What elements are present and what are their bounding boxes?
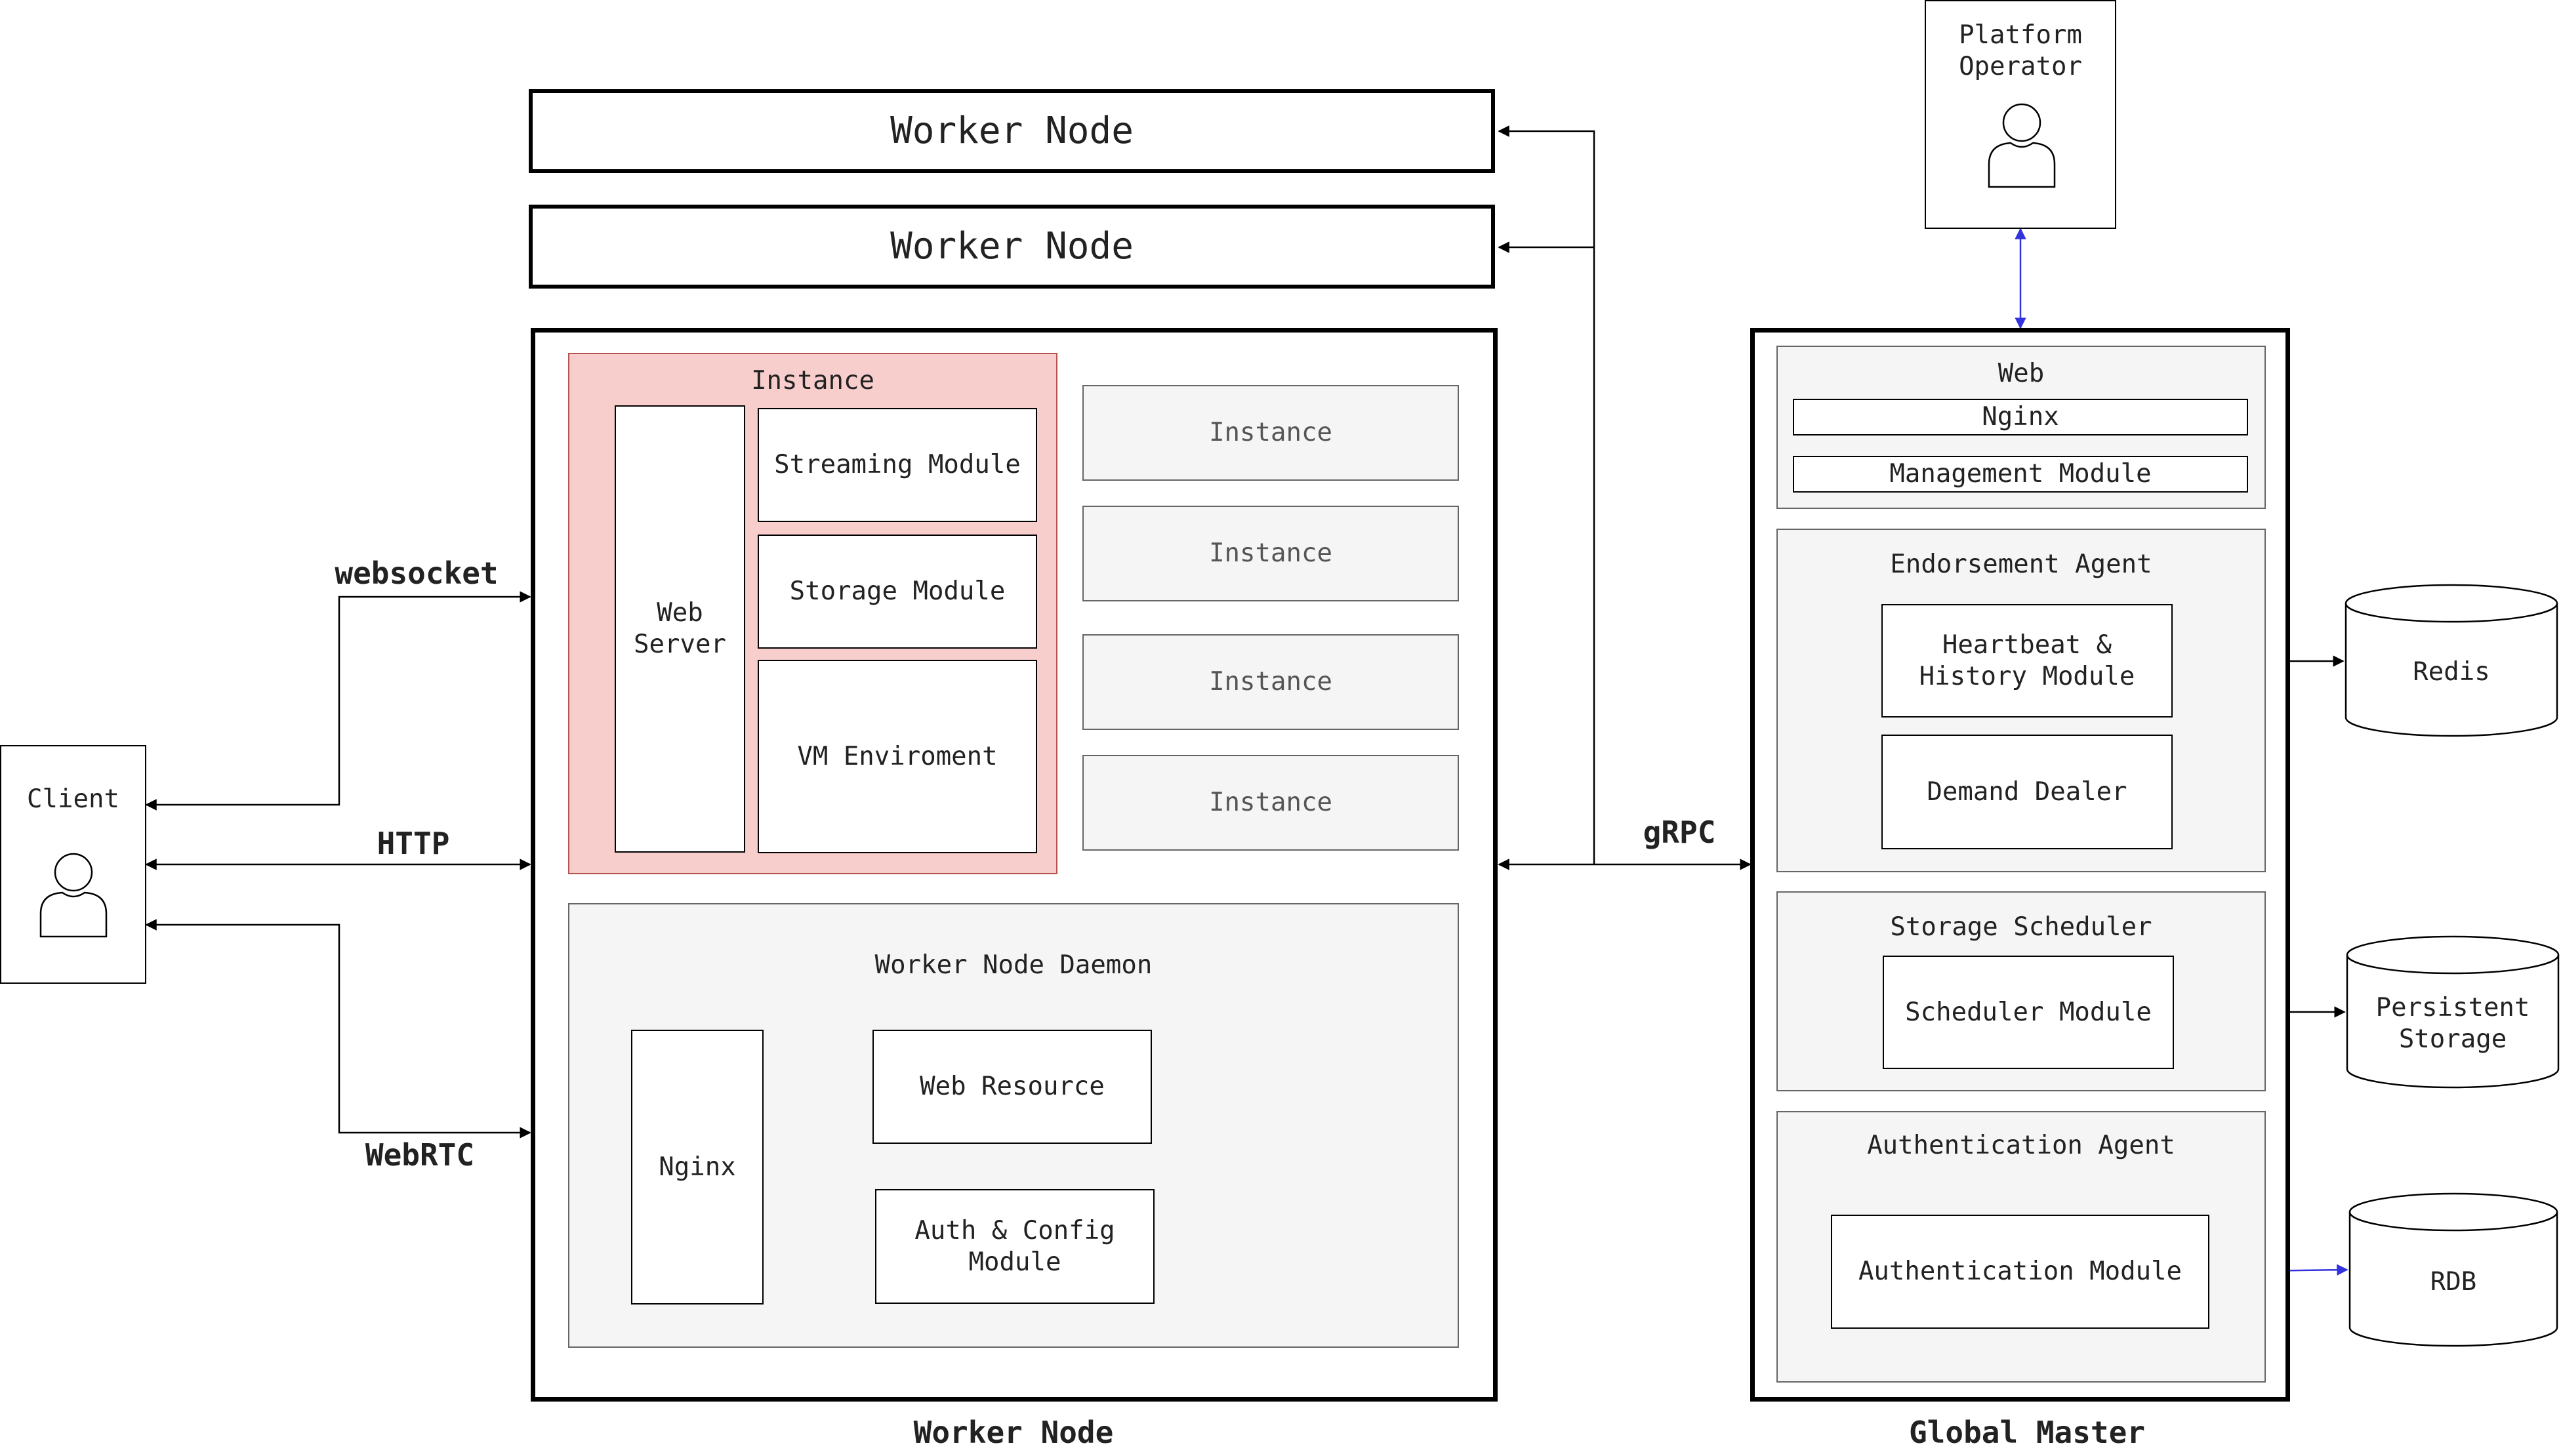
platform-operator-label: Platform Operator [1959,20,2082,81]
endorsement-agent-title: Endorsement Agent [1890,550,2152,579]
operator-user-icon [1988,103,2056,188]
gm-management-module: Management Module [1793,456,2248,493]
websocket-connector [145,591,531,811]
authentication-module: Authentication Module [1831,1215,2209,1329]
streaming-module: Streaming Module [758,408,1037,522]
web-server: Web Server [615,405,745,853]
gm-web-title: Web [1998,359,2045,388]
instance-3: Instance [1082,506,1459,601]
scheduler-module: Scheduler Module [1883,956,2174,1069]
client-user-icon [39,853,108,938]
gm-nginx: Nginx [1793,399,2248,435]
instance-5: Instance [1082,755,1459,851]
daemon-nginx: Nginx [631,1030,764,1304]
storage-scheduler-title: Storage Scheduler [1890,912,2152,942]
webrtc-connector [145,919,531,1139]
redis-label: Redis [2413,657,2490,687]
instance-4: Instance [1082,634,1459,730]
worker-node-caption: Worker Node [913,1415,1114,1450]
redis-cylinder [2345,584,2558,737]
instance-2: Instance [1082,385,1459,481]
rdb-cylinder [2348,1192,2558,1347]
storage-module: Storage Module [758,535,1037,649]
auth-config-module: Auth & Config Module [875,1189,1155,1304]
authentication-agent-title: Authentication Agent [1867,1131,2175,1160]
persistent-storage-db: Persistent Storage [2346,935,2560,1089]
rdb-label: RDB [2430,1267,2477,1297]
grpc-to-worker-node-1 [1498,125,1595,864]
web-resource: Web Resource [872,1030,1152,1144]
worker-node-daemon-title: Worker Node Daemon [874,950,1153,980]
heartbeat-history-module: Heartbeat & History Module [1881,604,2173,718]
client-label: Client [27,784,119,814]
redis-db: Redis [2345,584,2558,737]
instance-main-title: Instance [751,366,874,395]
worker-node-stack-2: Worker Node [529,205,1495,289]
demand-dealer: Demand Dealer [1881,735,2173,849]
websocket-label: websocket [335,556,499,591]
persistent-storage-cylinder [2346,935,2560,1089]
http-label: HTTP [377,826,450,861]
worker-node-stack-1: Worker Node [529,89,1495,173]
vm-environment: VM Enviroment [758,660,1037,853]
platform-operator: Platform Operator [1925,0,2116,229]
client: Client [0,745,146,984]
persistent-storage-label: Persistent Storage [2375,993,2530,1054]
webrtc-label: WebRTC [365,1137,475,1173]
global-master-caption: Global Master [1908,1415,2146,1450]
rdb-db: RDB [2348,1192,2558,1347]
grpc-label: gRPC [1643,815,1716,850]
